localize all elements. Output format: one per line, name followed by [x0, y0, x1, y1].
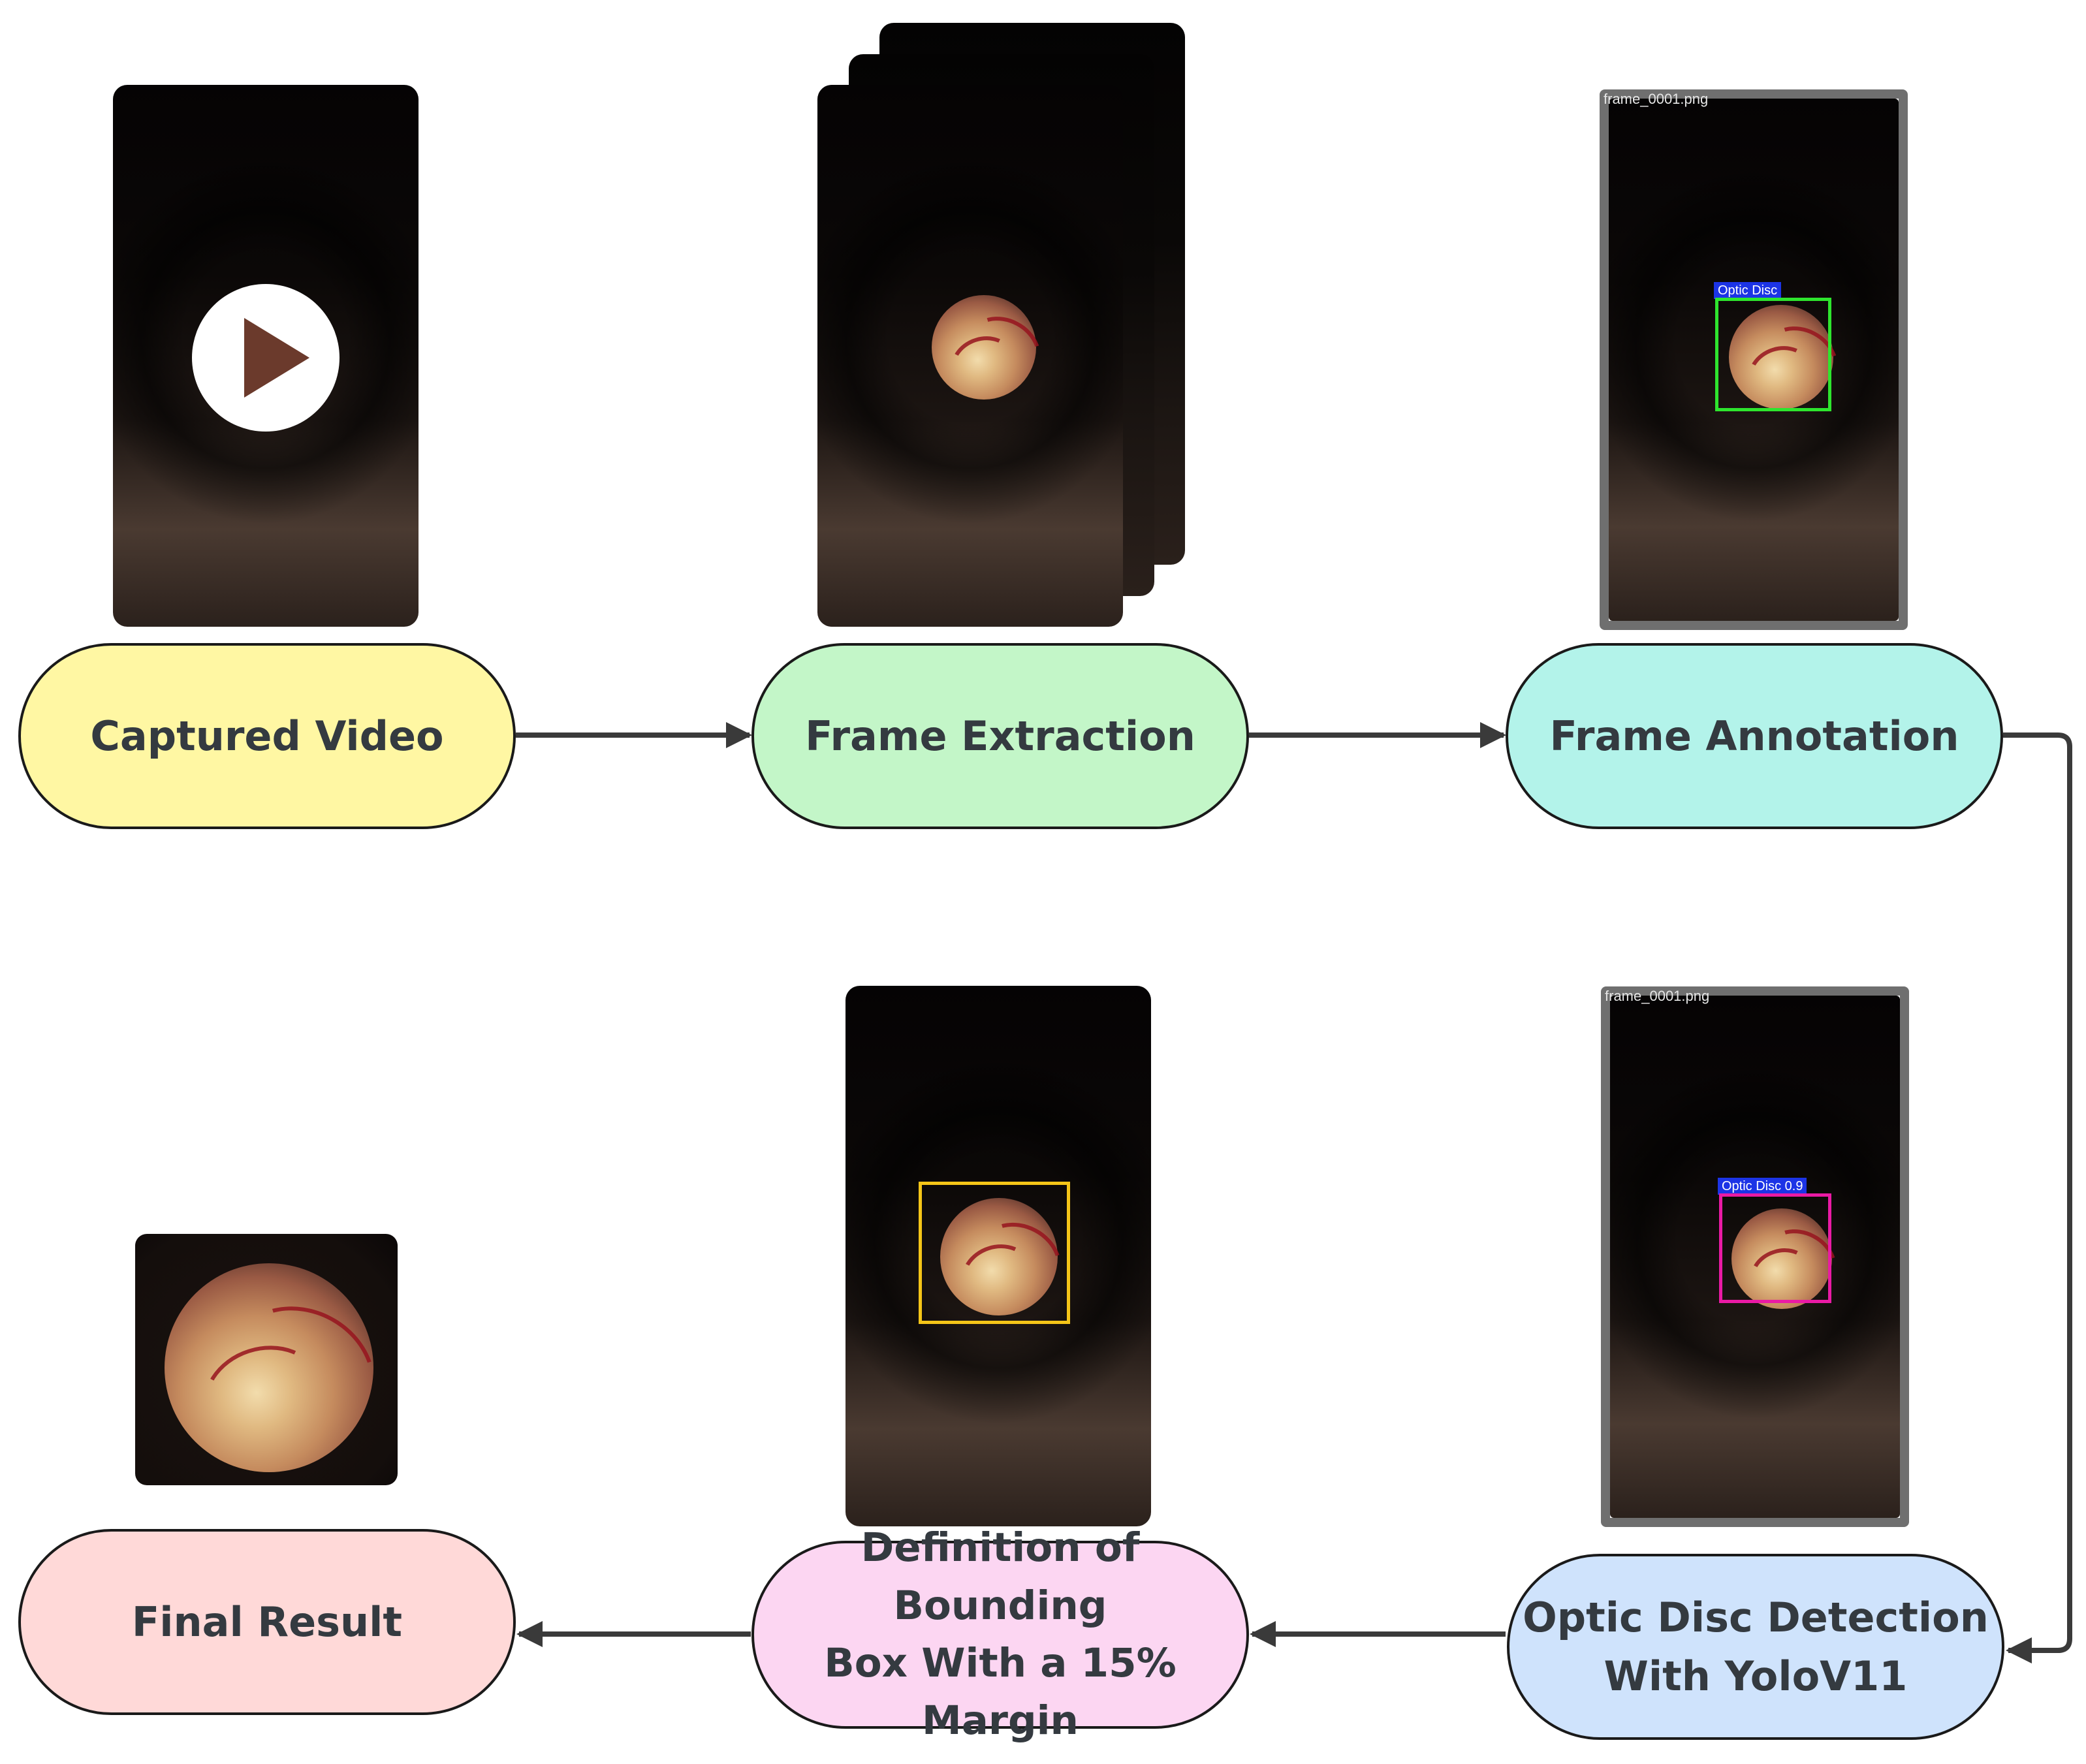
node-label: Final Result	[131, 1598, 403, 1646]
arrow-annotation-to-detection	[2003, 732, 2072, 1663]
node-label-line1: Optic Disc Detection	[1523, 1593, 1989, 1641]
play-icon[interactable]	[192, 284, 340, 432]
annotation-class-tag: Optic Disc	[1714, 282, 1782, 299]
node-optic-disc-detection: Optic Disc Detection With YoloV11	[1507, 1554, 2004, 1740]
node-label: Frame Extraction	[805, 712, 1195, 760]
node-frame-annotation: Frame Annotation	[1506, 643, 2003, 829]
node-label: Captured Video	[90, 712, 444, 760]
detection-filename: frame_0001.png	[1605, 988, 1710, 1004]
detection-bounding-box	[1719, 1193, 1831, 1303]
node-label: Frame Annotation	[1549, 712, 1959, 760]
margin-frame	[845, 986, 1151, 1526]
node-final-result: Final Result	[18, 1529, 516, 1715]
detection-class-tag: Optic Disc 0.9	[1718, 1178, 1807, 1195]
node-captured-video: Captured Video	[18, 643, 516, 829]
annotation-bounding-box	[1715, 298, 1831, 411]
optic-disc-image	[932, 295, 1036, 400]
optic-disc-image	[165, 1263, 373, 1472]
detection-frame-border	[1601, 986, 1909, 1527]
node-label-line2: Box With a 15% Margin	[824, 1640, 1177, 1744]
annotation-frame	[1609, 99, 1899, 621]
optic-disc-image	[1731, 1208, 1832, 1309]
node-label-line2: With YoloV11	[1604, 1652, 1908, 1700]
detection-frame	[1610, 996, 1900, 1518]
optic-disc-image	[1729, 305, 1833, 409]
annotation-filename: frame_0001.png	[1604, 91, 1709, 107]
annotation-frame-border	[1600, 89, 1908, 630]
extracted-frame-front	[817, 85, 1123, 627]
margin-bounding-box	[919, 1182, 1070, 1324]
optic-disc-image	[940, 1198, 1058, 1315]
node-label-line1: Definition of Bounding	[861, 1524, 1140, 1629]
node-frame-extraction: Frame Extraction	[751, 643, 1249, 829]
node-bounding-box-definition: Definition of Bounding Box With a 15% Ma…	[751, 1524, 1249, 1744]
captured-video-thumbnail	[113, 85, 419, 627]
final-result-crop	[135, 1234, 398, 1485]
